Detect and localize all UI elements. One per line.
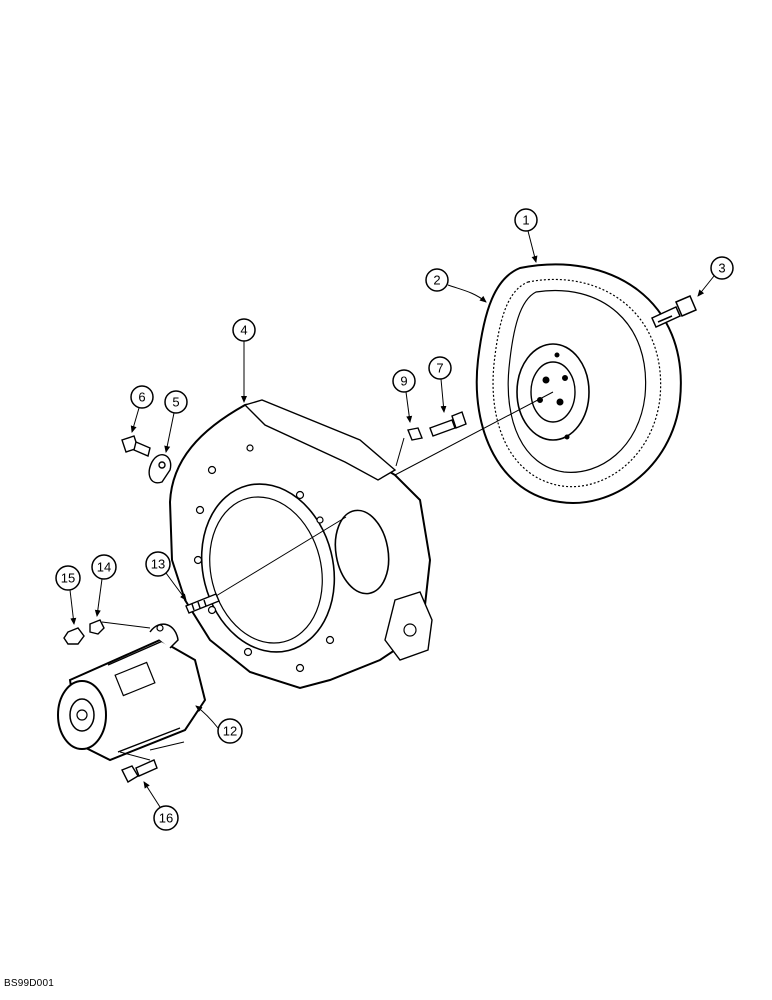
nut-and-bolt — [407, 411, 467, 441]
callout-4: 4 — [232, 318, 256, 403]
callout-16: 16 — [143, 781, 179, 831]
callout-12: 12 — [195, 705, 243, 744]
callout-label: 1 — [522, 213, 529, 228]
flywheel — [475, 263, 682, 504]
callout-label: 2 — [433, 273, 440, 288]
callout-label: 4 — [240, 323, 247, 338]
callout-1: 1 — [514, 208, 538, 263]
reference-code: BS99D001 — [4, 978, 54, 989]
callout-label: 12 — [223, 724, 237, 739]
housing-bolt — [121, 435, 151, 457]
callout-3: 3 — [697, 256, 734, 297]
flywheel-bolt — [651, 295, 697, 328]
callout-label: 15 — [61, 571, 75, 586]
callout-label: 16 — [159, 811, 173, 826]
stud — [185, 593, 220, 614]
callout-6: 6 — [130, 385, 154, 433]
callout-label: 5 — [172, 395, 179, 410]
starter-bolt — [121, 759, 158, 783]
callout-label: 7 — [436, 361, 443, 376]
starter-motor — [57, 623, 207, 762]
callout-15: 15 — [55, 565, 81, 625]
lock-washer — [148, 454, 172, 484]
callout-5: 5 — [164, 390, 188, 453]
callout-label: 6 — [138, 390, 145, 405]
callout-label: 13 — [151, 557, 165, 572]
callout-label: 14 — [97, 560, 111, 575]
callout-7: 7 — [428, 356, 452, 413]
callout-14: 14 — [91, 554, 117, 617]
starter-nuts — [63, 619, 105, 645]
callout-13: 13 — [145, 551, 187, 601]
callout-2: 2 — [425, 268, 487, 303]
callout-label: 3 — [718, 261, 725, 276]
callout-label: 9 — [400, 374, 407, 389]
assembly-lines — [101, 391, 554, 761]
callout-9: 9 — [392, 369, 416, 423]
